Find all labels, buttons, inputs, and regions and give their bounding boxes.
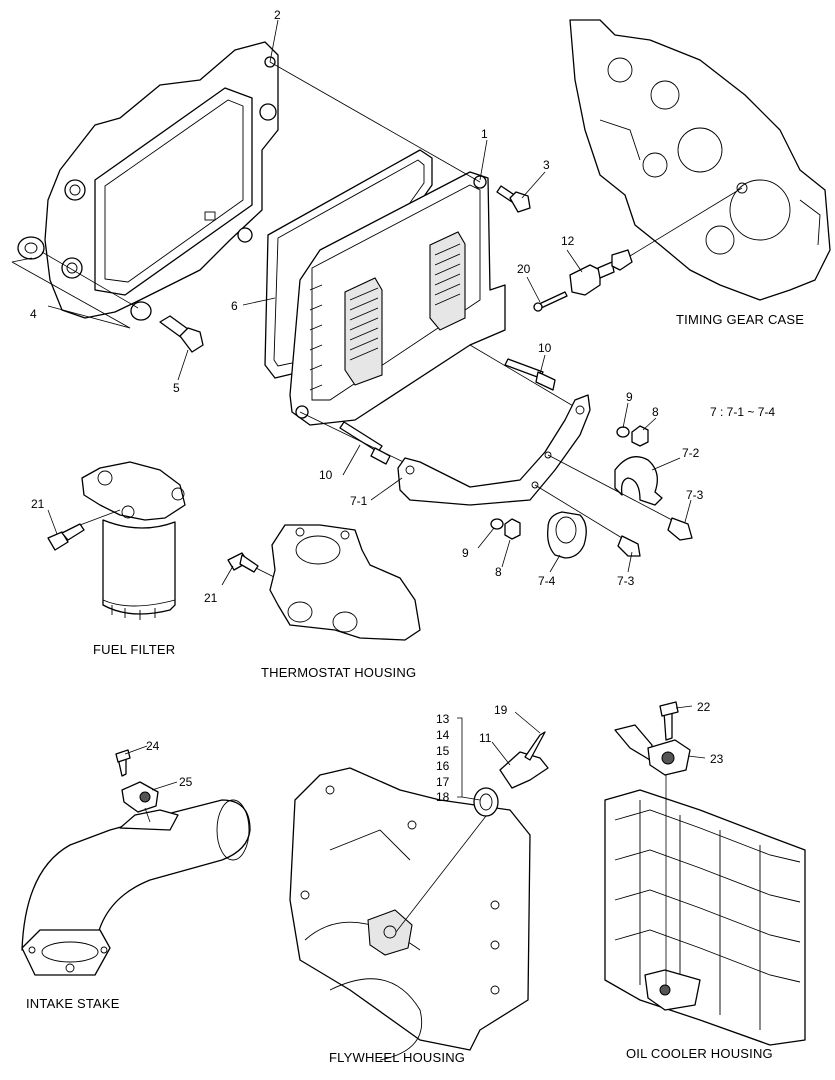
callout-6: 6 xyxy=(231,299,238,313)
callout-5: 5 xyxy=(173,381,180,395)
callout-22: 22 xyxy=(697,700,711,714)
callout-9-lower: 9 xyxy=(462,546,469,560)
fuel-filter xyxy=(81,461,186,620)
callout-9-upper: 9 xyxy=(626,390,633,404)
crank-sensor xyxy=(395,731,549,933)
callout-7-4: 7-4 xyxy=(538,574,556,588)
caption-thermostat-housing: THERMOSTAT HOUSING xyxy=(261,665,417,680)
callout-7-3-lower: 7-3 xyxy=(617,574,635,588)
callout-16: 16 xyxy=(436,759,450,773)
flywheel-housing xyxy=(289,767,531,1061)
caption-flywheel-housing: FLYWHEEL HOUSING xyxy=(329,1050,466,1065)
callout-1: 1 xyxy=(481,127,488,141)
callout-8-lower: 8 xyxy=(495,565,502,579)
callout-11: 11 xyxy=(479,731,492,745)
clamp-assembly xyxy=(534,454,693,559)
washers-and-nuts xyxy=(490,425,649,540)
callout-12: 12 xyxy=(561,234,575,248)
intake-stake xyxy=(21,799,251,976)
callout-15: 15 xyxy=(436,744,450,758)
callout-leaders xyxy=(11,19,706,801)
callout-25: 25 xyxy=(179,775,193,789)
caption-oil-cooler-housing: OIL COOLER HOUSING xyxy=(626,1046,773,1061)
callout-10-upper: 10 xyxy=(538,341,552,355)
callout-24: 24 xyxy=(146,739,160,753)
callout-4: 4 xyxy=(30,307,37,321)
callout-7-definition: 7 : 7-1 ~ 7-4 xyxy=(710,405,776,419)
caption-fuel-filter: FUEL FILTER xyxy=(93,642,176,657)
callout-20: 20 xyxy=(517,262,531,276)
oil-sensor-bracket xyxy=(614,701,691,985)
timing-gear-case xyxy=(569,19,831,301)
callout-14: 14 xyxy=(436,728,450,742)
callout-7-1: 7-1 xyxy=(350,494,368,508)
callout-23: 23 xyxy=(710,752,724,766)
callout-17: 17 xyxy=(436,775,450,789)
grommet-and-bolt xyxy=(17,236,204,353)
caption-timing-gear-case: TIMING GEAR CASE xyxy=(676,312,805,327)
oil-cooler-housing xyxy=(604,789,806,1046)
callout-18: 18 xyxy=(436,790,450,804)
ecu-mounting-frame xyxy=(44,41,279,319)
ecu-module xyxy=(289,171,506,426)
thermostat-housing xyxy=(269,524,421,641)
callout-19: 19 xyxy=(494,703,508,717)
temperature-sensors xyxy=(47,509,291,586)
intake-pressure-sensor xyxy=(115,749,159,823)
callout-13: 13 xyxy=(436,712,450,726)
caption-intake-stake: INTAKE STAKE xyxy=(26,996,120,1011)
callout-7-2: 7-2 xyxy=(682,446,700,460)
callout-21-fuel-filter: 21 xyxy=(31,497,45,511)
bolt-3 xyxy=(269,61,531,213)
callout-10-lower: 10 xyxy=(319,468,333,482)
mounting-bracket xyxy=(397,394,591,506)
callout-3: 3 xyxy=(543,158,550,172)
stud-bolts xyxy=(299,344,581,471)
callout-8-upper: 8 xyxy=(652,405,659,419)
callout-7-3-upper: 7-3 xyxy=(686,488,704,502)
callout-2: 2 xyxy=(274,8,281,22)
speed-sensor xyxy=(533,187,743,312)
callout-21-thermostat: 21 xyxy=(204,591,218,605)
